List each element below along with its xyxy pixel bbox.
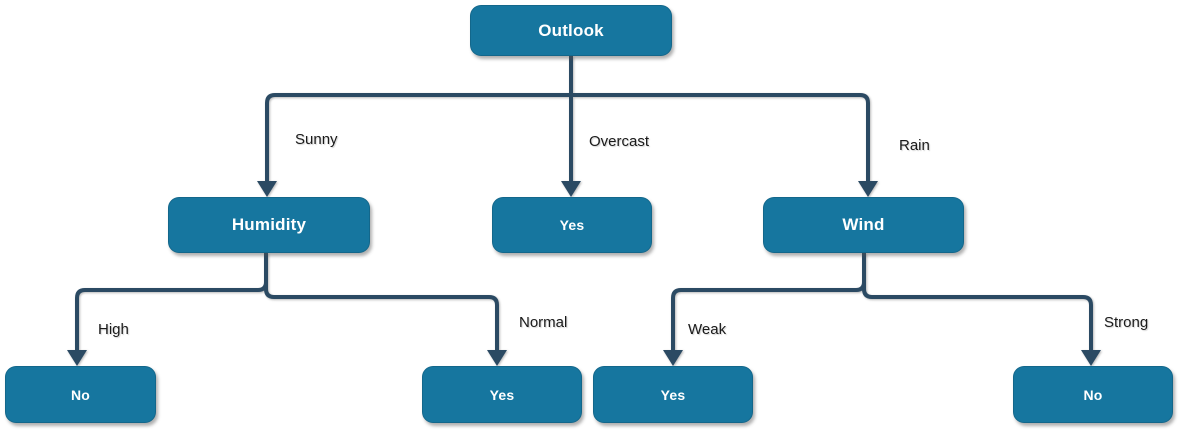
edge-outlook-sunny xyxy=(265,93,571,182)
node-yes-weak[interactable]: Yes xyxy=(593,366,753,423)
edge-label-strong: Strong xyxy=(1104,314,1149,331)
node-yes-overcast[interactable]: Yes xyxy=(492,197,652,253)
edge-outlook-rain xyxy=(571,93,870,182)
edge-label-normal: Normal xyxy=(519,314,568,331)
arrowhead-to-no-strong xyxy=(1081,350,1101,366)
edge-label-high: High xyxy=(98,321,129,338)
node-yes-normal[interactable]: Yes xyxy=(422,366,582,423)
edge-label-weak: Weak xyxy=(688,321,727,338)
arrowhead-to-yes-weak xyxy=(663,350,683,366)
arrowhead-to-yes-overcast xyxy=(561,181,581,197)
edge-humidity-normal xyxy=(264,253,499,351)
edge-label-sunny: Sunny xyxy=(295,131,338,148)
node-outlook[interactable]: Outlook xyxy=(470,5,672,56)
arrowhead-to-wind xyxy=(858,181,878,197)
node-wind[interactable]: Wind xyxy=(763,197,964,253)
edge-label-overcast: Overcast xyxy=(589,133,650,150)
node-humidity[interactable]: Humidity xyxy=(168,197,370,253)
node-no-high[interactable]: No xyxy=(5,366,156,423)
arrowhead-to-yes-normal xyxy=(487,350,507,366)
arrowhead-to-humidity xyxy=(257,181,277,197)
arrowhead-to-no-high xyxy=(67,350,87,366)
edge-label-rain: Rain xyxy=(899,137,930,154)
edge-wind-strong xyxy=(862,253,1093,351)
node-no-strong[interactable]: No xyxy=(1013,366,1173,423)
